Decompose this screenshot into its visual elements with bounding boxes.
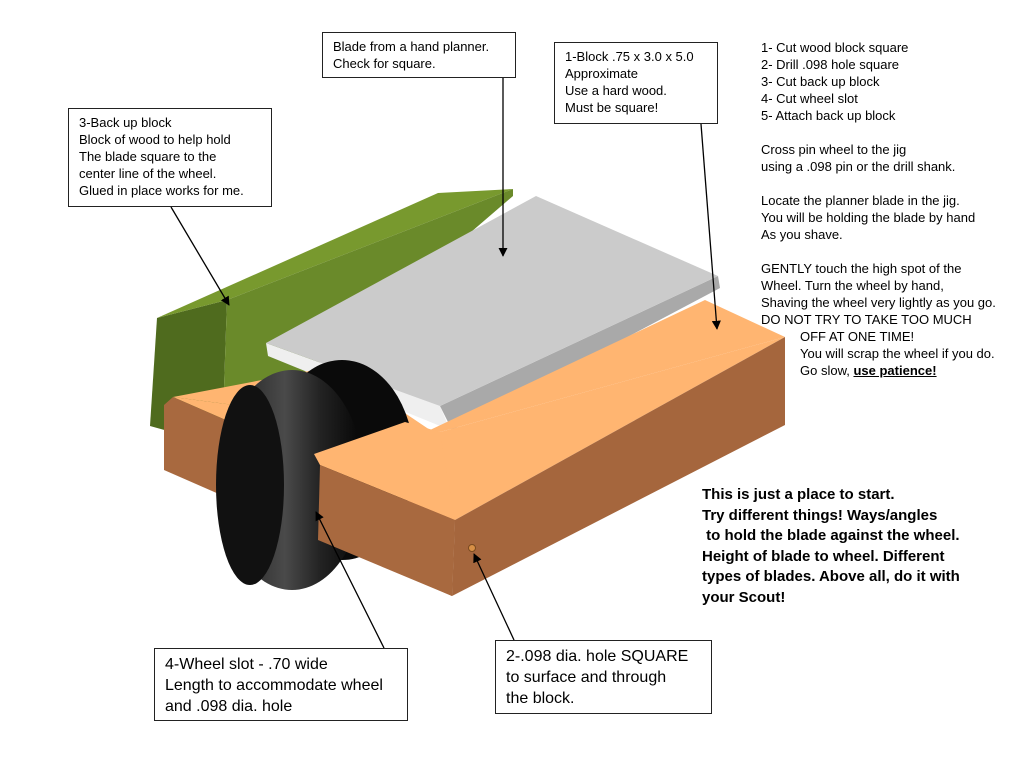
callout-text: Glued in place works for me. xyxy=(79,183,244,198)
instruction-line: Cross pin wheel to the jig xyxy=(761,142,907,157)
callout-text: 3-Back up block xyxy=(79,115,172,130)
instruction-line: Shaving the wheel very lightly as you go… xyxy=(761,295,996,310)
patience-emphasis: use patience! xyxy=(853,363,937,378)
callout-text: Check for square. xyxy=(333,56,436,71)
instruction-step: 1- Cut wood block square xyxy=(761,40,909,55)
callout-text: Approximate xyxy=(565,66,638,81)
pin-hole xyxy=(468,544,476,552)
wood-block-slot-front xyxy=(318,465,455,596)
callout-blade: Blade from a hand planner. Check for squ… xyxy=(322,32,516,78)
instruction-line: As you shave. xyxy=(761,227,843,242)
instruction-step: 2- Drill .098 hole square xyxy=(761,57,900,72)
instruction-line: OFF AT ONE TIME! xyxy=(800,329,915,344)
instruction-line: using a .098 pin or the drill shank. xyxy=(761,159,956,174)
instruction-line: GENTLY touch the high spot of the xyxy=(761,261,962,276)
leader-arrows xyxy=(170,78,721,649)
callout-text: Block of wood to help hold xyxy=(79,132,231,147)
block-arrow xyxy=(700,123,721,330)
callout-text: and .098 dia. hole xyxy=(165,698,293,715)
callout-backup: 3-Back up block Block of wood to help ho… xyxy=(68,108,272,207)
encouragement-line: Height of blade to wheel. Different xyxy=(702,547,945,565)
instruction-line: Go slow, use patience! xyxy=(761,362,996,379)
instruction-line: You will scrap the wheel if you do. xyxy=(800,346,995,361)
callout-text: 4-Wheel slot - .70 wide xyxy=(165,656,328,673)
instruction-line: DO NOT TRY TO TAKE TOO MUCH xyxy=(761,312,972,327)
wood-block-front xyxy=(452,337,785,596)
planner-blade-front xyxy=(440,276,720,430)
go-slow-text: Go slow, xyxy=(800,363,854,378)
planner-blade-top xyxy=(266,196,718,406)
callout-text: 1-Block .75 x 3.0 x 5.0 xyxy=(565,49,694,64)
backup-arrow xyxy=(170,206,230,306)
instruction-line: Wheel. Turn the wheel by hand, xyxy=(761,278,944,293)
callout-text: 2-.098 dia. hole SQUARE xyxy=(506,648,689,665)
wheel-slot-arrow xyxy=(315,511,385,649)
wood-block-top-front xyxy=(173,337,785,520)
encouragement-line: Try different things! Ways/angles xyxy=(702,506,938,524)
callout-block: 1-Block .75 x 3.0 x 5.0 Approximate Use … xyxy=(554,42,718,124)
callout-text: the block. xyxy=(506,690,575,707)
encouragement-line: to hold the blade against the wheel. xyxy=(702,527,960,544)
instruction-line: Locate the planner blade in the jig. xyxy=(761,193,960,208)
callout-text: Length to accommodate wheel xyxy=(165,677,383,694)
encouragement-note: This is just a place to start. Try diffe… xyxy=(702,485,960,608)
hole-arrow xyxy=(473,553,515,641)
callout-text: Blade from a hand planner. xyxy=(333,39,490,54)
backup-block-top xyxy=(157,189,513,318)
encouragement-line: This is just a place to start. xyxy=(702,486,895,503)
instruction-step: 5- Attach back up block xyxy=(761,108,896,123)
callout-text: Use a hard wood. xyxy=(565,83,667,98)
callout-text: to surface and through xyxy=(506,669,667,686)
callout-text: The blade square to the xyxy=(79,149,217,164)
encouragement-line: types of blades. Above all, do it with xyxy=(702,568,960,585)
instruction-line: You will be holding the blade by hand xyxy=(761,210,976,225)
instructions: 1- Cut wood block square 2- Drill .098 h… xyxy=(761,39,996,379)
instruction-step: 4- Cut wheel slot xyxy=(761,91,858,106)
callout-hole: 2-.098 dia. hole SQUARE to surface and t… xyxy=(495,640,712,714)
encouragement-line: your Scout! xyxy=(702,588,786,606)
callout-wheel-slot: 4-Wheel slot - .70 wide Length to accomm… xyxy=(154,648,408,721)
instruction-step: 3- Cut back up block xyxy=(761,74,880,89)
wood-block-slot-overlap xyxy=(314,422,455,520)
callout-text: Must be square! xyxy=(565,100,659,115)
callout-text: center line of the wheel. xyxy=(79,166,217,181)
